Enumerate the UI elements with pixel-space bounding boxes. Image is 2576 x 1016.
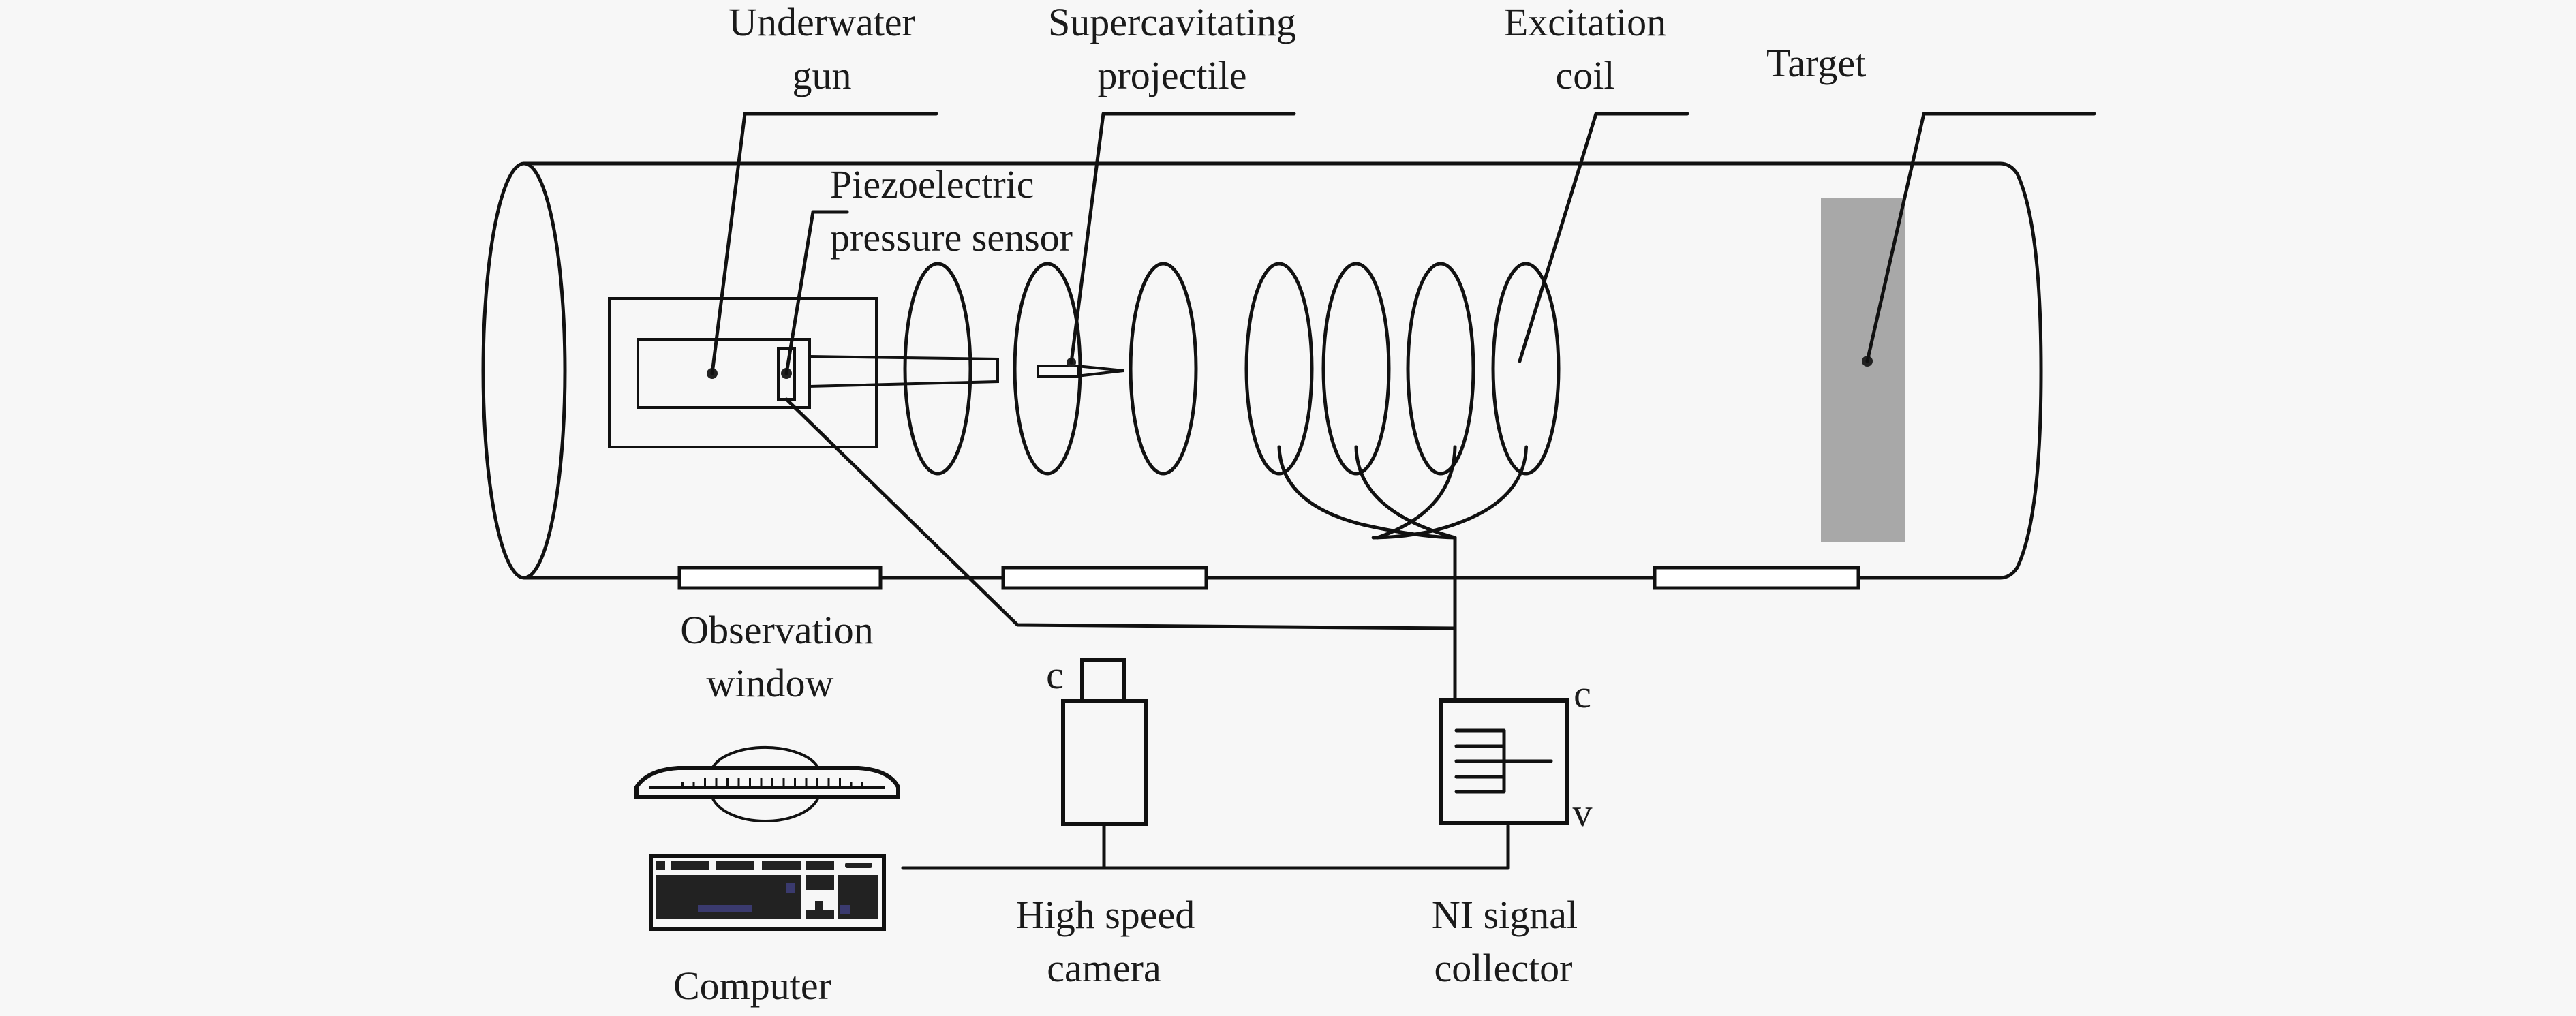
labels: Underwater gun Supercavitating projectil… [673,0,1866,1008]
label-observation-window-1: Observation [680,608,874,652]
leader-target [1865,112,2096,363]
leader-projectile [1069,112,1296,365]
observation-window-2 [1001,566,1208,590]
projectile-body [1037,365,1080,378]
label-pressure-sensor-2: pressure sensor [830,215,1073,260]
excitation-coil-2 [1013,262,1082,476]
excitation-coil-6 [1406,262,1475,476]
camera-body [1061,699,1148,826]
excitation-coil-4 [1244,262,1314,476]
observation-window-1 [677,566,883,590]
water-tank [481,161,2043,580]
label-pressure-sensor-1: Piezoelectric [830,162,1034,206]
leader-lines [710,112,2096,375]
label-camera-1: High speed [1016,893,1195,937]
monitor-tick [681,782,684,788]
ni-signal-collector: c v [1439,672,1593,835]
computer-monitor-icon [634,745,900,822]
coil-wiring [1277,445,1529,711]
projectile-nose [1076,365,1124,378]
collector-mark-top: c [1574,672,1591,716]
label-excitation-coil-2: coil [1556,53,1615,97]
monitor-tick [839,778,841,788]
monitor-tick [704,778,706,788]
label-collector-1: NI signal [1432,893,1578,937]
excitation-coil-3 [1129,262,1198,476]
observation-window-3 [1653,566,1860,590]
label-target: Target [1766,41,1866,85]
excitation-coils [903,262,1561,476]
sensor-cable [784,397,1457,630]
underwater-gun [608,297,999,448]
tank-left-end [481,161,567,580]
collector-symbol-icon [1454,728,1553,794]
label-projectile-1: Supercavitating [1048,0,1296,44]
label-excitation-coil-1: Excitation [1504,0,1666,44]
monitor-tick [771,778,773,788]
monitor-tick [816,778,818,788]
label-underwater-gun-2: gun [793,53,852,97]
excitation-coil-1 [903,262,972,476]
gun-outer-frame [608,297,878,448]
supercavitating-projectile [1037,358,1124,378]
gun-barrel [808,354,999,388]
label-computer: Computer [673,964,831,1008]
camera-lens [1080,658,1126,703]
monitor-tick [805,778,808,788]
monitor-tick [850,782,853,788]
leader-pressure-sensor [784,210,849,375]
label-collector-2: collector [1435,946,1573,990]
label-camera-2: camera [1047,946,1161,990]
label-projectile-2: projectile [1097,53,1246,97]
monitor-tick [861,782,863,788]
tank-right-end [1998,161,2043,580]
excitation-coil-5 [1321,262,1391,476]
leader-excitation-coil [1518,112,1689,363]
computer-keyboard-icon [649,854,886,931]
collector-mark-bottom: v [1573,790,1593,835]
observation-windows [677,566,1860,590]
monitor-tick [692,782,695,788]
label-observation-window-2: window [707,661,834,705]
data-bus-cable [901,822,1510,870]
camera-mark: c [1046,653,1064,697]
monitor-tick [760,778,763,788]
label-underwater-gun-1: Underwater [729,0,915,44]
monitor-tick [715,778,718,788]
monitor-tick [827,778,830,788]
excitation-coil-7 [1491,262,1561,476]
monitor-tick [782,778,785,788]
monitor-tick [737,778,740,788]
leader-underwater-gun [710,112,938,375]
monitor-tick [726,778,729,788]
monitor-tick [749,778,751,788]
monitor-tick [794,778,796,788]
high-speed-camera: c [1046,653,1148,826]
